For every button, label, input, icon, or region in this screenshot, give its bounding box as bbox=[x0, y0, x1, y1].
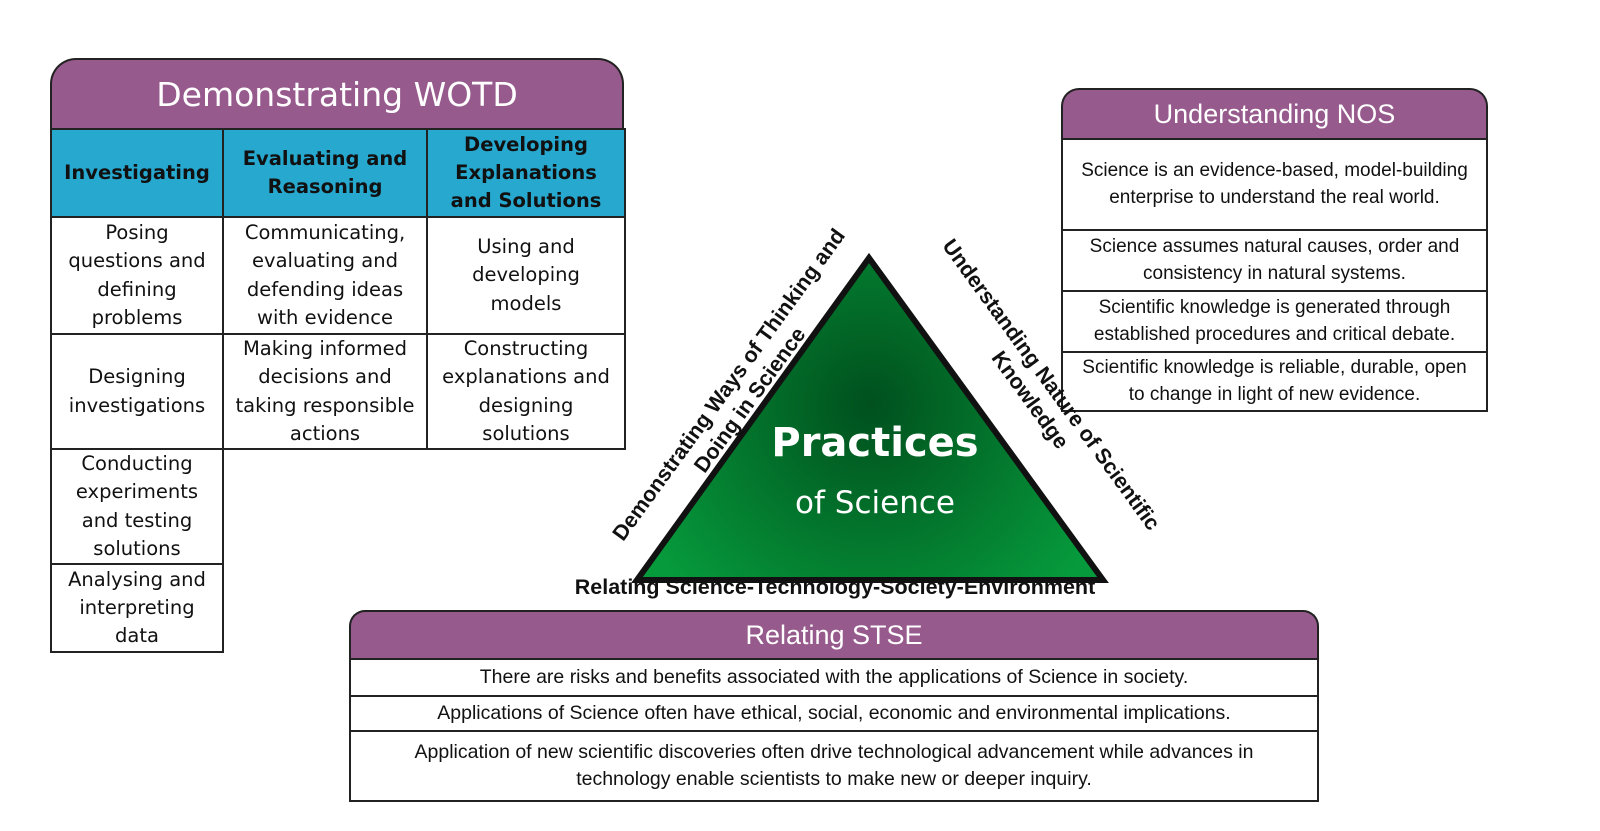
wotd-heading-developing: Developing Explanations and Solutions bbox=[426, 128, 626, 218]
wotd-cell: Posing questions and defining problems bbox=[50, 216, 224, 335]
nos-list: Science is an evidence-based, model-buil… bbox=[1061, 138, 1488, 412]
nos-item: Scientific knowledge is reliable, durabl… bbox=[1063, 351, 1486, 410]
wotd-heading-investigating: Investigating bbox=[50, 128, 224, 218]
stse-item: Applications of Science often have ethic… bbox=[351, 695, 1317, 730]
wotd-title: Demonstrating WOTD bbox=[50, 58, 624, 128]
wotd-cell: Designing investigations bbox=[50, 332, 224, 451]
triangle-title: Practices bbox=[771, 420, 979, 466]
stse-caption: Relating Science-Technology-Society-Envi… bbox=[574, 575, 1096, 599]
wotd-cell: Making informed decisions and taking res… bbox=[222, 332, 428, 451]
nos-item: Science assumes natural causes, order an… bbox=[1063, 229, 1486, 290]
triangle-subtitle: of Science bbox=[795, 485, 955, 521]
stse-title: Relating STSE bbox=[349, 610, 1319, 658]
wotd-cell: Analysing and interpreting data bbox=[50, 563, 224, 654]
nos-title: Understanding NOS bbox=[1061, 88, 1488, 138]
stse-item: There are risks and benefits associated … bbox=[479, 665, 1189, 688]
stse-list: There are risks and benefits associated … bbox=[349, 658, 1319, 802]
wotd-table: Investigating Evaluating and Reasoning D… bbox=[50, 128, 626, 654]
wotd-heading-evaluating: Evaluating and Reasoning bbox=[222, 128, 428, 218]
wotd-cell: Using and developing models bbox=[426, 216, 626, 335]
wotd-cell: Constructing explanations and designing … bbox=[426, 332, 626, 451]
triangle-shape bbox=[631, 252, 1109, 583]
stse-item: Application of new scientific discoverie… bbox=[351, 730, 1317, 800]
nos-item: Scientific knowledge is generated throug… bbox=[1063, 290, 1486, 351]
wotd-cell: Communicating, evaluating and defending … bbox=[222, 216, 428, 335]
nos-item: Science is an evidence-based, model-buil… bbox=[1081, 159, 1468, 208]
wotd-cell: Conducting experiments and testing solut… bbox=[50, 448, 224, 566]
